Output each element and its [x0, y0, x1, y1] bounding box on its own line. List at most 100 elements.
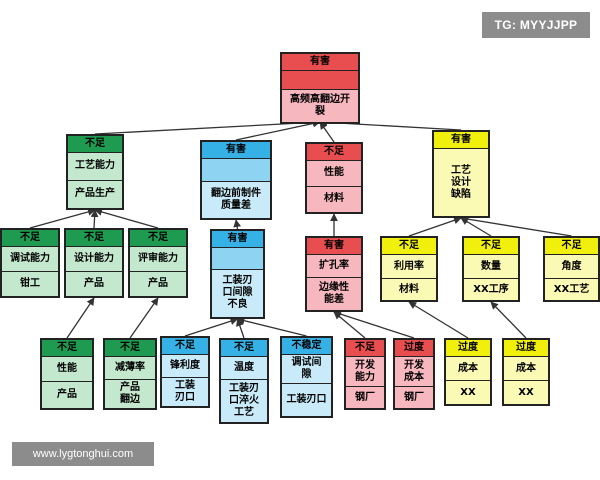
node-object: 边缘性 能差: [307, 276, 361, 310]
node-flange-quality: 有害翻边前制件 质量差: [200, 140, 272, 220]
node-attribute: 扩孔率: [319, 259, 349, 271]
node-craft-ability: 不足工艺能力产品生产: [66, 134, 124, 210]
node-attribute: 数量: [481, 260, 501, 272]
node-temperature: 不足温度工装刃 口淬火 工艺: [219, 338, 269, 424]
edge-sharpness-to-tool-gap: [184, 317, 239, 337]
node-attribute: 减薄率: [115, 361, 145, 373]
node-tag: 有害: [282, 54, 358, 71]
node-attribute: [202, 159, 270, 182]
node-tag: 有害: [434, 132, 488, 149]
node-process-design: 有害工艺 设计 缺陷: [432, 130, 490, 218]
node-dev-cost: 过度开发 成本钢厂: [393, 338, 435, 410]
node-cost-xx-1: 过度成本 XX: [444, 338, 492, 406]
node-attribute: 角度: [561, 260, 582, 272]
node-thinning-rate: 不足减薄率产品 翻边: [103, 338, 157, 410]
edge-thinning-rate-to-review-ability: [129, 297, 159, 339]
node-object: 高频高翻边开 裂: [282, 89, 358, 121]
node-attribute: 温度: [234, 362, 254, 374]
node-tag: 不足: [545, 238, 598, 255]
node-tag: 不足: [464, 238, 518, 255]
node-tag: 不足: [68, 136, 122, 153]
node-object: 工装 刃口: [162, 376, 208, 406]
node-review-ability: 不足评审能力产品: [128, 228, 188, 298]
node-hole-expansion: 有害扩孔率边缘性 能差: [305, 236, 363, 312]
node-object: 材料: [382, 278, 436, 300]
edge-product-performance-to-design-ability: [66, 297, 95, 339]
edge-debug-ability-to-craft-ability: [29, 208, 96, 229]
node-tag: 不足: [130, 230, 186, 247]
node-tag: 不足: [307, 144, 361, 161]
node-object: 工装刃口: [282, 382, 331, 416]
node-attribute: 成本: [516, 362, 536, 374]
node-attribute: 锋利度: [170, 359, 200, 371]
edge-design-ability-to-craft-ability: [90, 209, 99, 229]
node-tag: 不足: [2, 230, 58, 247]
edge-cost-xx-1-to-utilization: [408, 301, 469, 339]
node-tag: 过度: [395, 340, 433, 357]
node-dev-ability: 不足开发 能力钢厂: [344, 338, 386, 410]
node-tag: 过度: [446, 340, 490, 357]
node-object: 钢厂: [395, 386, 433, 408]
node-tag: 有害: [212, 231, 263, 248]
node-utilization: 不足利用率材料: [380, 236, 438, 302]
node-performance: 不足性能材料: [305, 142, 363, 214]
node-cost-xx-2: 过度成本 XX: [502, 338, 550, 406]
edge-cost-xx-2-to-quantity: [490, 301, 527, 339]
watermark-bottom-left: www.lygtonghui.com: [12, 442, 154, 466]
node-tool-gap: 有害工装刃 口间隙 不良: [210, 229, 265, 319]
node-attribute: 开发 能力: [355, 359, 375, 383]
watermark-top-right: TG: MYYJJPP: [482, 12, 590, 38]
node-root: 有害高频高翻边开 裂: [280, 52, 360, 124]
node-object: 产品: [66, 270, 122, 296]
node-object: 产品生产: [68, 179, 122, 208]
edge-gap-adjust-to-tool-gap: [236, 316, 307, 337]
node-tag: 有害: [307, 238, 361, 255]
node-tag: 有害: [202, 142, 270, 159]
node-tag: 不足: [382, 238, 436, 255]
node-object: 钢厂: [346, 386, 384, 408]
node-object: XX: [504, 380, 548, 404]
node-object: XX工艺: [545, 278, 598, 300]
edge-review-ability-to-craft-ability: [94, 208, 159, 229]
node-angle: 不足角度 XX工艺: [543, 236, 600, 302]
edge-temperature-to-tool-gap: [236, 318, 245, 339]
edge-dev-cost-to-hole-expansion: [333, 310, 415, 339]
edge-flange-quality-to-root: [235, 119, 321, 141]
node-tag: 不足: [221, 340, 267, 357]
node-attribute: 设计能力: [74, 252, 114, 264]
node-design-ability: 不足设计能力产品: [64, 228, 124, 298]
node-object: XX: [446, 380, 490, 404]
node-object: 产品: [42, 380, 92, 408]
edge-craft-ability-to-root: [94, 118, 321, 135]
node-tag: 不稳定: [282, 338, 331, 355]
node-tag: 过度: [504, 340, 548, 357]
node-attribute: 调试能力: [10, 252, 50, 264]
node-attribute: 工艺能力: [75, 160, 115, 172]
node-object: 产品 翻边: [105, 378, 155, 408]
node-tag: 不足: [105, 340, 155, 357]
node-object: 材料: [307, 185, 361, 212]
node-tag: 不足: [346, 340, 384, 357]
node-tag: 不足: [162, 338, 208, 355]
node-attribute: 开发 成本: [404, 359, 424, 383]
node-debug-ability: 不足调试能力钳工: [0, 228, 60, 298]
node-tag: 不足: [42, 340, 92, 357]
node-attribute: 成本: [458, 362, 478, 374]
node-object: 钳工: [2, 270, 58, 296]
node-object: 工装刃 口淬火 工艺: [221, 379, 267, 422]
node-object: 工装刃 口间隙 不良: [212, 268, 263, 318]
node-sharpness: 不足锋利度工装 刃口: [160, 336, 210, 408]
node-tag: 不足: [66, 230, 122, 247]
node-object: 产品: [130, 270, 186, 296]
node-attribute: 利用率: [394, 260, 424, 272]
edge-performance-to-root: [319, 121, 335, 143]
node-attribute: 性能: [324, 167, 344, 179]
node-attribute: 性能: [57, 362, 77, 374]
node-attribute: [282, 71, 358, 89]
node-attribute: 调试间 隙: [291, 356, 322, 380]
edge-utilization-to-process-design: [408, 216, 462, 237]
node-gap-adjust: 不稳定调试间 隙工装刃口: [280, 336, 333, 418]
